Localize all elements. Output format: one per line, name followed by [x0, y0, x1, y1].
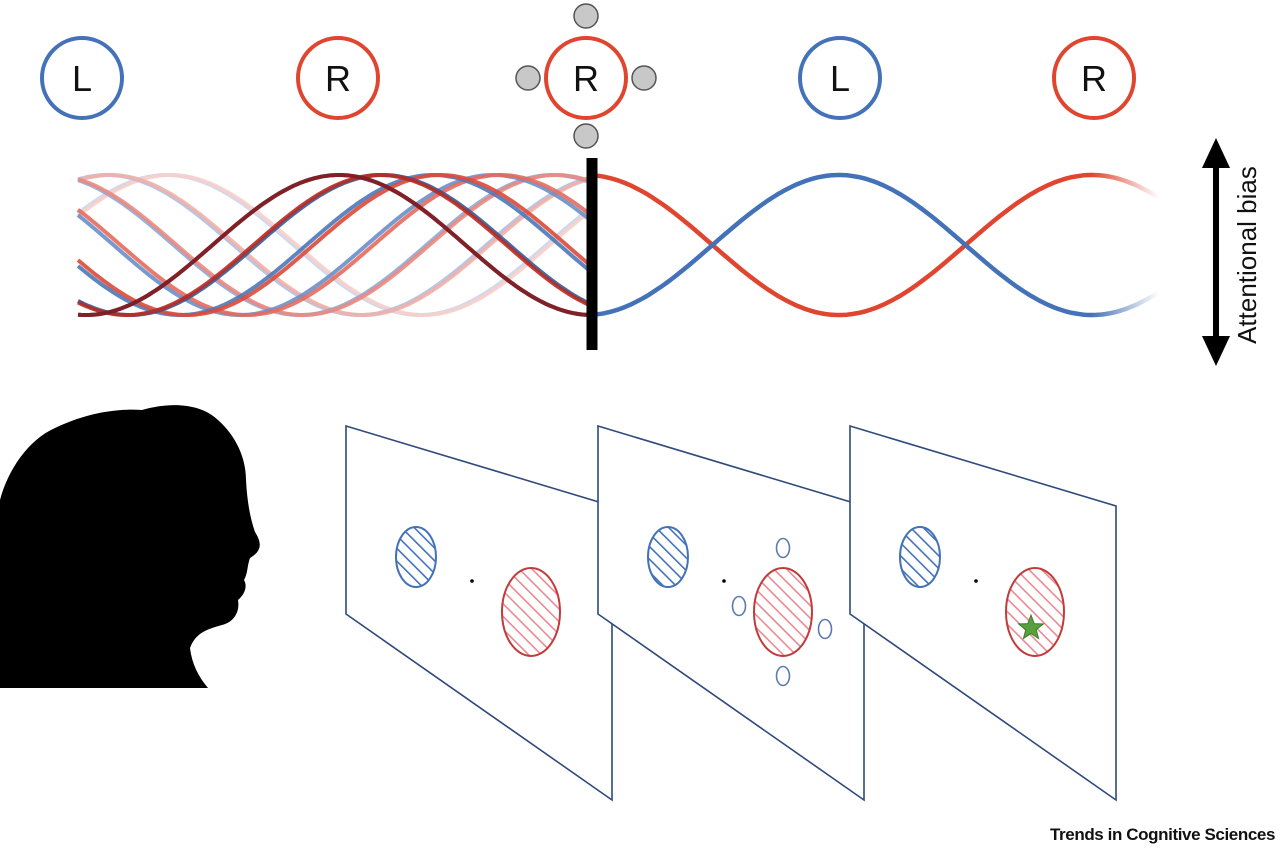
current-wave-left [591, 172, 1161, 318]
sequence-item-4: L [798, 36, 882, 120]
history-wave-right [77, 173, 592, 317]
history-wave-right [77, 173, 592, 317]
cue-dot [775, 665, 791, 687]
cue-dot [731, 595, 747, 617]
history-wave-right [76, 173, 593, 317]
sequence-label: R [573, 58, 599, 99]
left-circle [40, 36, 124, 120]
axis-label: Attentional bias [1232, 166, 1262, 344]
cue-dot [817, 618, 833, 640]
right-circle [296, 36, 380, 120]
history-wave-left [77, 173, 592, 317]
observer-silhouette [0, 405, 260, 688]
history-wave-left [77, 173, 592, 317]
history-wave-right [76, 173, 593, 317]
cue-dot [631, 65, 657, 91]
sequence-label: L [72, 58, 92, 99]
screen-frame [849, 424, 1117, 802]
right-circle [1052, 36, 1136, 120]
sequence-label: R [1081, 58, 1107, 99]
history-wave-right [77, 173, 592, 317]
sequence-item-3: R [515, 3, 657, 149]
left-circle [798, 36, 882, 120]
screen-1 [345, 424, 613, 802]
journal-credit: Trends in Cognitive Sciences [1050, 825, 1275, 844]
screen-frame [597, 424, 865, 802]
right-stimulus [753, 567, 813, 657]
sequence-label: R [325, 58, 351, 99]
right-stimulus [501, 567, 561, 657]
cue-dot [573, 123, 599, 149]
fixation-point [470, 579, 474, 583]
left-stimulus [395, 526, 437, 588]
fixation-point [974, 579, 978, 583]
left-stimulus [647, 526, 689, 588]
oscillation-current [591, 172, 1161, 318]
right-circle [544, 36, 628, 120]
target-star-icon [1017, 613, 1045, 640]
sequence-item-5: R [1052, 36, 1136, 120]
screen-2 [597, 424, 865, 802]
current-wave-right [591, 172, 1161, 318]
cue-dot [515, 65, 541, 91]
history-wave-left [76, 173, 593, 317]
right-stimulus [1005, 567, 1065, 657]
sequence-item-2: R [296, 36, 380, 120]
oscillation-history [76, 173, 593, 317]
sequence-label: L [830, 58, 850, 99]
history-wave-right [76, 173, 593, 317]
history-wave-right [77, 173, 592, 317]
attentional-bias-axis: Attentional bias [1202, 138, 1262, 366]
left-stimulus [899, 526, 941, 588]
cue-dot [573, 3, 599, 29]
screen-3 [849, 424, 1117, 802]
history-wave-left [76, 173, 593, 317]
fixation-point [722, 579, 726, 583]
screen-frame [345, 424, 613, 802]
history-wave-left [77, 173, 592, 317]
history-wave-left [76, 173, 593, 317]
history-wave-left [77, 173, 592, 317]
stimulus-screens [345, 424, 1117, 802]
sequence-item-1: L [40, 36, 124, 120]
cue-dot [775, 537, 791, 559]
